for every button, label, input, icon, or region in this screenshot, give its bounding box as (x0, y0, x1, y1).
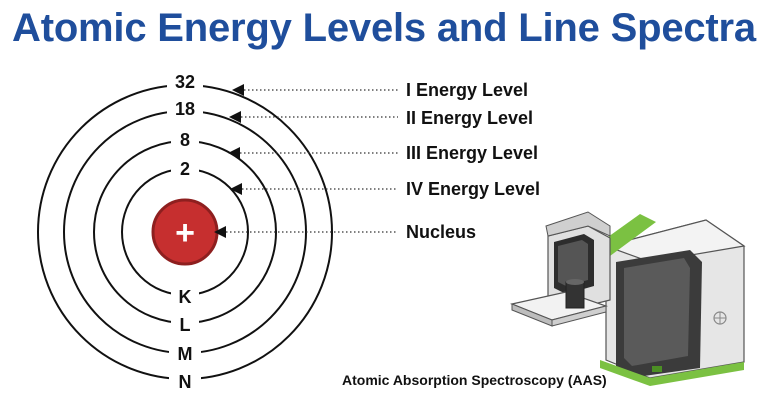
level-label-2: II Energy Level (406, 108, 533, 128)
instrument-caption: Atomic Absorption Spectroscopy (AAS) (342, 372, 607, 388)
shell-letter-label: M (178, 344, 193, 364)
nucleus-label: Nucleus (406, 222, 476, 242)
level-label-1: I Energy Level (406, 80, 528, 100)
nucleus-symbol: + (175, 214, 195, 252)
page-title: Atomic Energy Levels and Line Spectra (12, 6, 756, 50)
shell-letter-label: K (179, 287, 192, 307)
shell-letter-label: N (179, 372, 192, 392)
shell-capacity-label: 18 (175, 99, 195, 119)
spectrometer-icon (509, 211, 746, 386)
pointer-arrowhead (230, 183, 242, 195)
shell-capacity-label: 8 (180, 130, 190, 150)
shell-letter-label: L (180, 315, 191, 335)
level-label-3: III Energy Level (406, 143, 538, 163)
shell-capacity-label: 2 (180, 159, 190, 179)
pointer-arrowhead (214, 226, 226, 238)
nucleus-icon: + (151, 198, 219, 266)
level-label-4: IV Energy Level (406, 179, 540, 199)
pointer-arrowhead (228, 147, 240, 159)
pointer-arrowhead (229, 111, 241, 123)
shell-capacity-label: 32 (175, 72, 195, 92)
pointer-arrowhead (232, 84, 244, 96)
